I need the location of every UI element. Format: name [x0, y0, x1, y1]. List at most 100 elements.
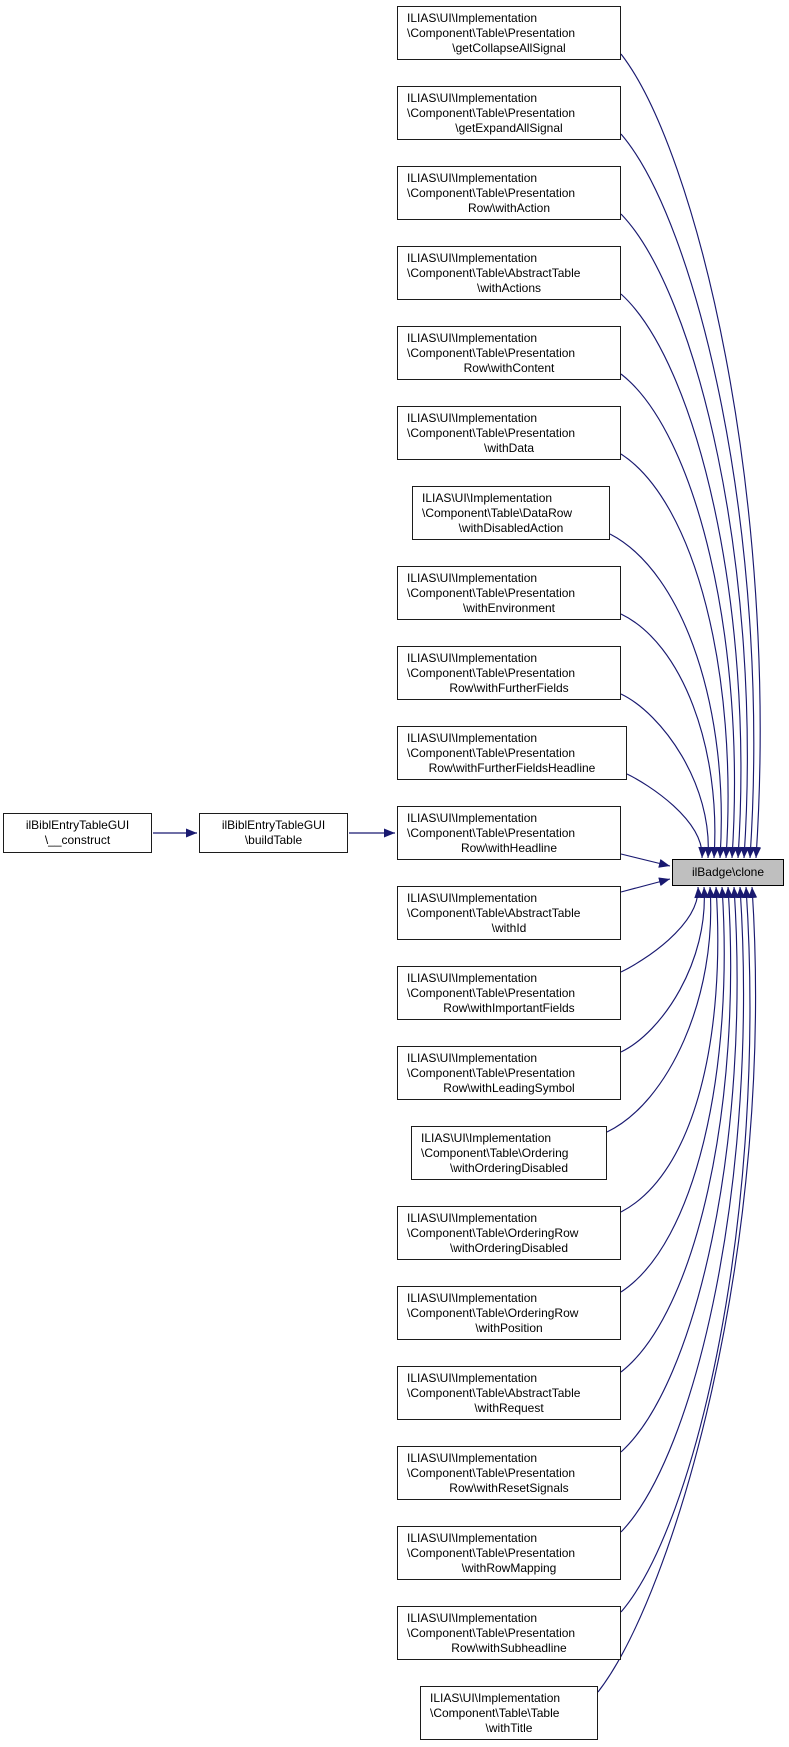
- node-label-line: \withOrderingDisabled: [449, 1240, 569, 1255]
- node-label-line: \Component\Table\Presentation: [407, 825, 576, 840]
- node-label-line: \Component\Table\Presentation: [407, 585, 576, 600]
- node-label-line: ILIAS\UI\Implementation: [430, 1690, 561, 1705]
- node-label-line: Row\withFurtherFields: [449, 680, 569, 695]
- node-label-line: Row\withResetSignals: [449, 1480, 569, 1495]
- graph-node-m13[interactable]: ILIAS\UI\Implementation\Component\Table\…: [397, 1046, 621, 1100]
- node-label-line: ILIAS\UI\Implementation: [407, 1370, 538, 1385]
- node-label-line: \withTitle: [485, 1720, 533, 1735]
- node-label-line: \withPosition: [475, 1320, 543, 1335]
- node-label-line: ILIAS\UI\Implementation: [407, 970, 538, 985]
- graph-edge: [620, 133, 756, 859]
- node-label-line: \withRowMapping: [461, 1560, 557, 1575]
- node-label-line: ILIAS\UI\Implementation: [407, 1290, 538, 1305]
- node-label-line: \buildTable: [244, 833, 303, 847]
- node-label-line: ILIAS\UI\Implementation: [422, 490, 553, 505]
- graph-node-m3[interactable]: ILIAS\UI\Implementation\Component\Table\…: [397, 246, 621, 300]
- node-label-line: \Component\Table\Presentation: [407, 25, 576, 40]
- node-label-line: \Component\Table\Presentation: [407, 1625, 576, 1640]
- node-label-line: \Component\Table\AbstractTable: [407, 1385, 581, 1400]
- graph-node-m20[interactable]: ILIAS\UI\Implementation\Component\Table\…: [397, 1606, 621, 1660]
- graph-node-m21[interactable]: ILIAS\UI\Implementation\Component\Table\…: [420, 1686, 598, 1740]
- node-label-line: Row\withLeadingSymbol: [443, 1080, 575, 1095]
- graph-node-construct[interactable]: ilBiblEntryTableGUI\__construct: [3, 813, 152, 853]
- node-label-line: ILIAS\UI\Implementation: [421, 1130, 552, 1145]
- node-label-line: \Component\Table\Presentation: [407, 1465, 576, 1480]
- graph-node-m18[interactable]: ILIAS\UI\Implementation\Component\Table\…: [397, 1446, 621, 1500]
- node-label-line: ILIAS\UI\Implementation: [407, 570, 538, 585]
- node-label-line: ILIAS\UI\Implementation: [407, 890, 538, 905]
- graph-edge: [620, 453, 732, 859]
- graph-node-m9[interactable]: ILIAS\UI\Implementation\Component\Table\…: [397, 726, 627, 780]
- node-label-line: \withDisabledAction: [458, 520, 564, 535]
- node-label-line: \Component\Table\Presentation: [407, 185, 576, 200]
- graph-edge: [620, 693, 714, 859]
- node-label-line: ILIAS\UI\Implementation: [407, 650, 538, 665]
- graph-node-m19[interactable]: ILIAS\UI\Implementation\Component\Table\…: [397, 1526, 621, 1580]
- graph-node-m2[interactable]: ILIAS\UI\Implementation\Component\Table\…: [397, 166, 621, 220]
- node-label-line: Row\withSubheadline: [451, 1640, 567, 1655]
- node-label-line: ILIAS\UI\Implementation: [407, 1450, 538, 1465]
- graph-node-m4[interactable]: ILIAS\UI\Implementation\Component\Table\…: [397, 326, 621, 380]
- node-label-line: \Component\Table\AbstractTable: [407, 905, 581, 920]
- graph-edge: [620, 886, 746, 1533]
- graph-edge: [620, 886, 734, 1373]
- node-label-line: Row\withImportantFields: [443, 1000, 575, 1015]
- node-label-line: \Component\Table\DataRow: [422, 505, 573, 520]
- graph-edge: [620, 886, 740, 1453]
- node-label-line: ilBiblEntryTableGUI: [25, 818, 130, 832]
- graph-edge: [597, 886, 758, 1693]
- graph-edge: [620, 53, 762, 859]
- node-label-line: \Component\Table\OrderingRow: [407, 1225, 579, 1240]
- graph-node-m11[interactable]: ILIAS\UI\Implementation\Component\Table\…: [397, 886, 621, 940]
- graph-node-m12[interactable]: ILIAS\UI\Implementation\Component\Table\…: [397, 966, 621, 1020]
- node-label-line: \Component\Table\Presentation: [407, 345, 576, 360]
- node-label-line: ILIAS\UI\Implementation: [407, 810, 538, 825]
- node-label-line: ILIAS\UI\Implementation: [407, 10, 538, 25]
- node-label-line: ILIAS\UI\Implementation: [407, 90, 538, 105]
- graph-node-buildTable[interactable]: ilBiblEntryTableGUI\buildTable: [199, 813, 348, 853]
- graph-node-m5[interactable]: ILIAS\UI\Implementation\Component\Table\…: [397, 406, 621, 460]
- graph-node-m16[interactable]: ILIAS\UI\Implementation\Component\Table\…: [397, 1286, 621, 1340]
- node-label-line: \withData: [483, 440, 535, 455]
- node-label-line: ilBiblEntryTableGUI: [221, 818, 326, 832]
- node-label-line: \Component\Table\Table: [430, 1705, 560, 1720]
- graph-node-m1[interactable]: ILIAS\UI\Implementation\Component\Table\…: [397, 86, 621, 140]
- graph-node-m10[interactable]: ILIAS\UI\Implementation\Component\Table\…: [397, 806, 621, 860]
- node-label-line: Row\withContent: [463, 360, 555, 375]
- graph-edge: [609, 533, 726, 859]
- graph-node-m14[interactable]: ILIAS\UI\Implementation\Component\Table\…: [411, 1126, 607, 1180]
- node-label-line: \withEnvironment: [462, 600, 556, 615]
- graph-node-m0[interactable]: ILIAS\UI\Implementation\Component\Table\…: [397, 6, 621, 60]
- graph-edge: [620, 886, 710, 1053]
- node-label-line: \Component\Table\OrderingRow: [407, 1305, 579, 1320]
- graph-edge: [620, 886, 728, 1293]
- graph-edge: [620, 886, 704, 973]
- graph-node-m6[interactable]: ILIAS\UI\Implementation\Component\Table\…: [412, 486, 610, 540]
- node-label-line: ILIAS\UI\Implementation: [407, 1050, 538, 1065]
- node-label-line: \getCollapseAllSignal: [452, 40, 566, 55]
- graph-edge: [626, 773, 708, 859]
- graph-edge: [620, 373, 738, 859]
- node-label-line: Row\withFurtherFieldsHeadline: [428, 760, 596, 775]
- node-label-line: ILIAS\UI\Implementation: [407, 1210, 538, 1225]
- node-label-line: \Component\Table\AbstractTable: [407, 265, 581, 280]
- node-label-line: \withOrderingDisabled: [449, 1160, 569, 1175]
- node-label-line: \Component\Table\Presentation: [407, 985, 576, 1000]
- node-label-line: \Component\Table\Presentation: [407, 665, 576, 680]
- node-label-line: ILIAS\UI\Implementation: [407, 1530, 538, 1545]
- node-label-line: \Component\Table\Presentation: [407, 1065, 576, 1080]
- graph-node-m7[interactable]: ILIAS\UI\Implementation\Component\Table\…: [397, 566, 621, 620]
- graph-node-m15[interactable]: ILIAS\UI\Implementation\Component\Table\…: [397, 1206, 621, 1260]
- graph-node-m8[interactable]: ILIAS\UI\Implementation\Component\Table\…: [397, 646, 621, 700]
- node-label-line: \Component\Table\Presentation: [407, 1545, 576, 1560]
- graph-edge: [606, 886, 716, 1133]
- node-label-line: ILIAS\UI\Implementation: [407, 170, 538, 185]
- graph-node-m17[interactable]: ILIAS\UI\Implementation\Component\Table\…: [397, 1366, 621, 1420]
- node-label-line: \Component\Table\Presentation: [407, 105, 576, 120]
- graph-edge: [620, 853, 671, 868]
- node-label-line: ILIAS\UI\Implementation: [407, 1610, 538, 1625]
- node-label-line: \getExpandAllSignal: [455, 120, 563, 135]
- node-label-line: \__construct: [44, 833, 111, 847]
